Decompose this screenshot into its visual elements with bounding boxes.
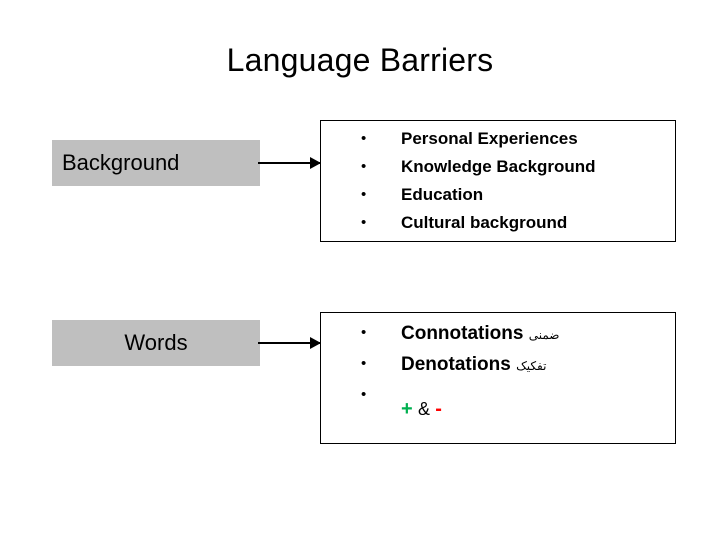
list-item-text: Education bbox=[401, 185, 484, 204]
bullet-icon: • bbox=[361, 130, 367, 147]
list-item: • Connotations ضمنی bbox=[321, 319, 675, 350]
list-item: • Denotations تفکیک bbox=[321, 350, 675, 381]
list-item-annotation: تفکیک bbox=[516, 359, 547, 373]
ampersand-text: & bbox=[417, 399, 430, 419]
bullet-icon: • bbox=[361, 186, 367, 203]
plus-icon: + bbox=[401, 398, 413, 420]
list-item-symbols: • + & - bbox=[321, 381, 675, 424]
bullet-list-background: • Personal Experiences • Knowledge Backg… bbox=[321, 121, 675, 237]
list-item: • Cultural background bbox=[321, 209, 675, 237]
list-item-text: Connotations bbox=[401, 323, 524, 344]
minus-icon: - bbox=[435, 398, 442, 420]
list-item-annotation: ضمنی bbox=[528, 328, 560, 342]
details-box-background: • Personal Experiences • Knowledge Backg… bbox=[320, 120, 676, 242]
list-item-text: Cultural background bbox=[401, 213, 568, 232]
details-box-words: • Connotations ضمنی • Denotations تفکیک … bbox=[320, 312, 676, 444]
list-item: • Education bbox=[321, 181, 675, 209]
arrow-words-to-details bbox=[258, 337, 321, 349]
arrow-head-icon bbox=[310, 157, 321, 169]
bullet-icon: • bbox=[361, 214, 367, 231]
arrow-head-icon bbox=[310, 337, 321, 349]
label-box-words: Words bbox=[52, 320, 260, 366]
label-box-background: Background bbox=[52, 140, 260, 186]
list-item-text: Knowledge Background bbox=[401, 157, 596, 176]
bullet-icon: • bbox=[361, 386, 367, 403]
bullet-list-words: • Connotations ضمنی • Denotations تفکیک … bbox=[321, 313, 675, 424]
label-box-words-text: Words bbox=[124, 330, 188, 355]
bullet-icon: • bbox=[361, 355, 367, 372]
arrow-background-to-details bbox=[258, 157, 321, 169]
label-box-background-text: Background bbox=[62, 150, 180, 175]
page-title: Language Barriers bbox=[226, 42, 494, 78]
list-item: • Knowledge Background bbox=[321, 153, 675, 181]
list-item: • Personal Experiences bbox=[321, 125, 675, 153]
list-item-text: Denotations bbox=[401, 354, 511, 375]
bullet-icon: • bbox=[361, 324, 367, 341]
list-item-text: Personal Experiences bbox=[401, 129, 578, 148]
bullet-icon: • bbox=[361, 158, 367, 175]
